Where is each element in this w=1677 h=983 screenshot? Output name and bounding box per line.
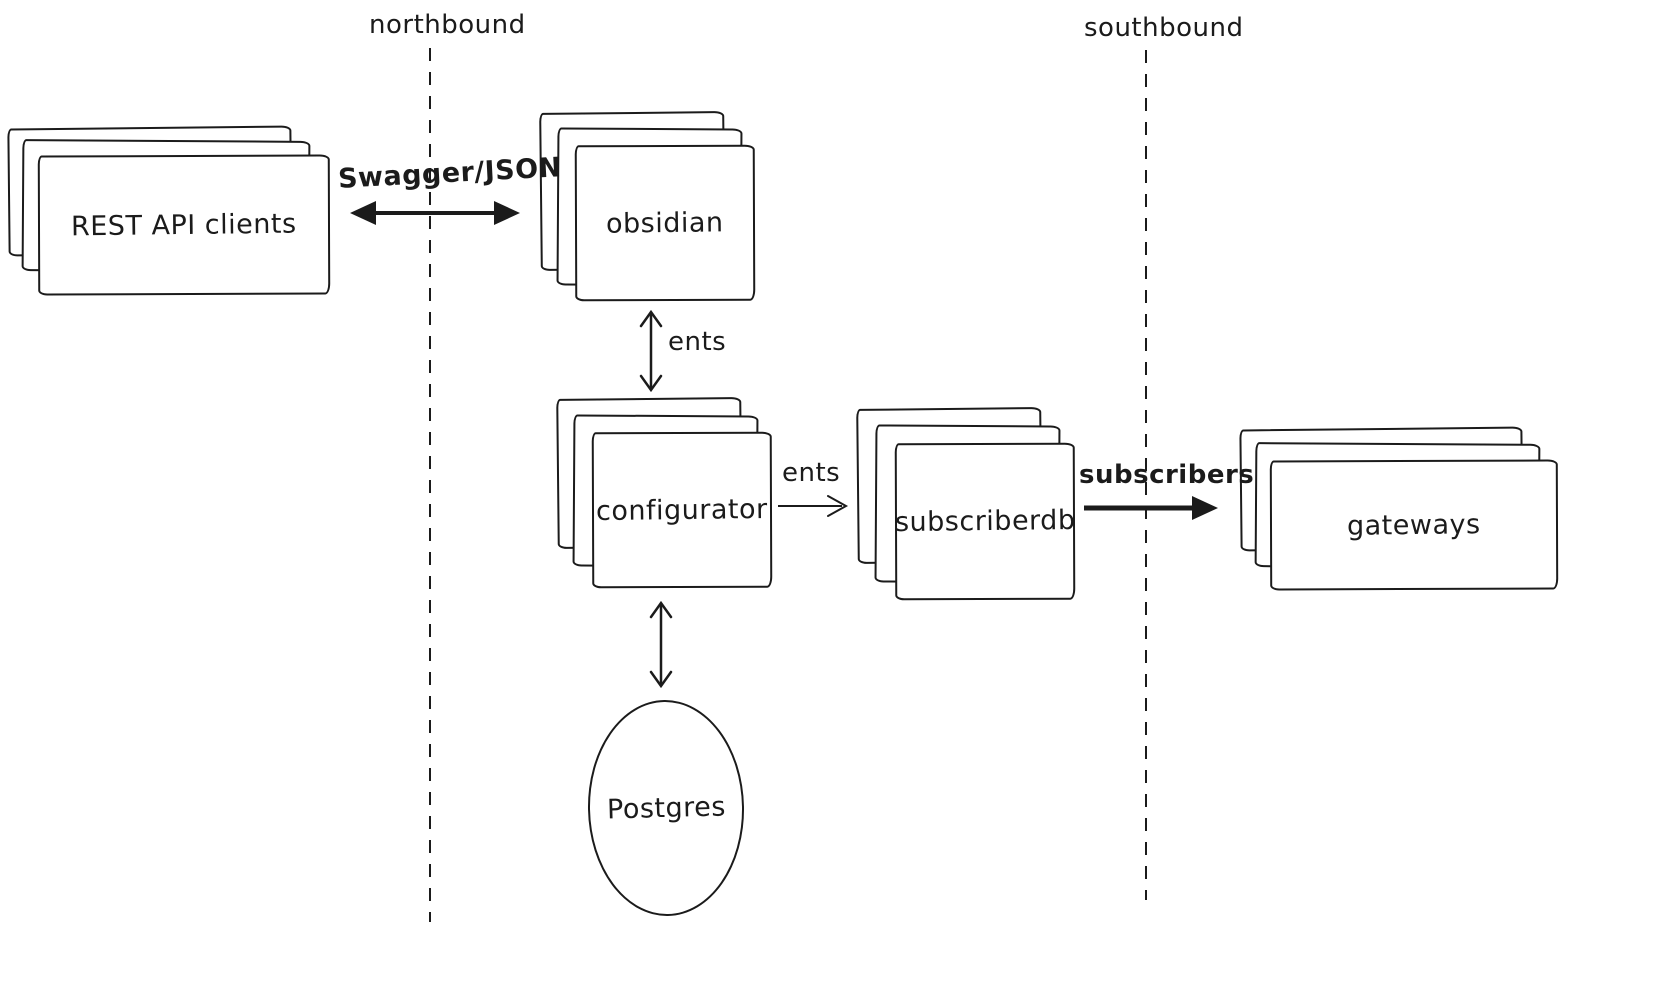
- rest-api-clients-label: REST API clients: [71, 208, 297, 242]
- subscriberdb-label: subscriberdb: [894, 504, 1076, 539]
- configurator-label: configurator: [596, 493, 768, 527]
- node-configurator: configurator: [556, 397, 777, 590]
- configurator-subscriberdb-arrow: [778, 495, 849, 517]
- stack-sheet-front: configurator: [591, 431, 773, 589]
- stack-sheet-front: REST API clients: [37, 154, 331, 296]
- configurator-postgres-double-arrow: [649, 600, 673, 689]
- postgres-label: Postgres: [606, 790, 726, 826]
- stack-sheet-front: gateways: [1269, 459, 1559, 591]
- stack-sheet-front: obsidian: [574, 144, 756, 302]
- node-gateways: gateways: [1239, 426, 1560, 592]
- gateways-label: gateways: [1347, 508, 1481, 542]
- subscriberdb-gateways-arrow: [1084, 496, 1218, 520]
- stack-sheet-front: subscriberdb: [894, 442, 1076, 601]
- ents-configurator-edge-label: ents: [782, 458, 841, 488]
- node-postgres: Postgres: [586, 698, 746, 918]
- swagger-json-double-arrow: [350, 201, 520, 225]
- subscribers-edge-label: subscribers: [1079, 460, 1255, 490]
- obsidian-configurator-double-arrow: [639, 309, 663, 393]
- northbound-lane-label: northbound: [369, 10, 526, 40]
- southbound-lane-label: southbound: [1084, 13, 1244, 43]
- swagger-json-edge-label: Swagger/JSON: [337, 152, 563, 195]
- obsidian-label: obsidian: [606, 206, 724, 240]
- node-subscriberdb: subscriberdb: [856, 407, 1082, 602]
- node-rest-api-clients: REST API clients: [7, 125, 338, 299]
- node-obsidian: obsidian: [539, 111, 760, 304]
- ents-obsidian-edge-label: ents: [668, 327, 727, 357]
